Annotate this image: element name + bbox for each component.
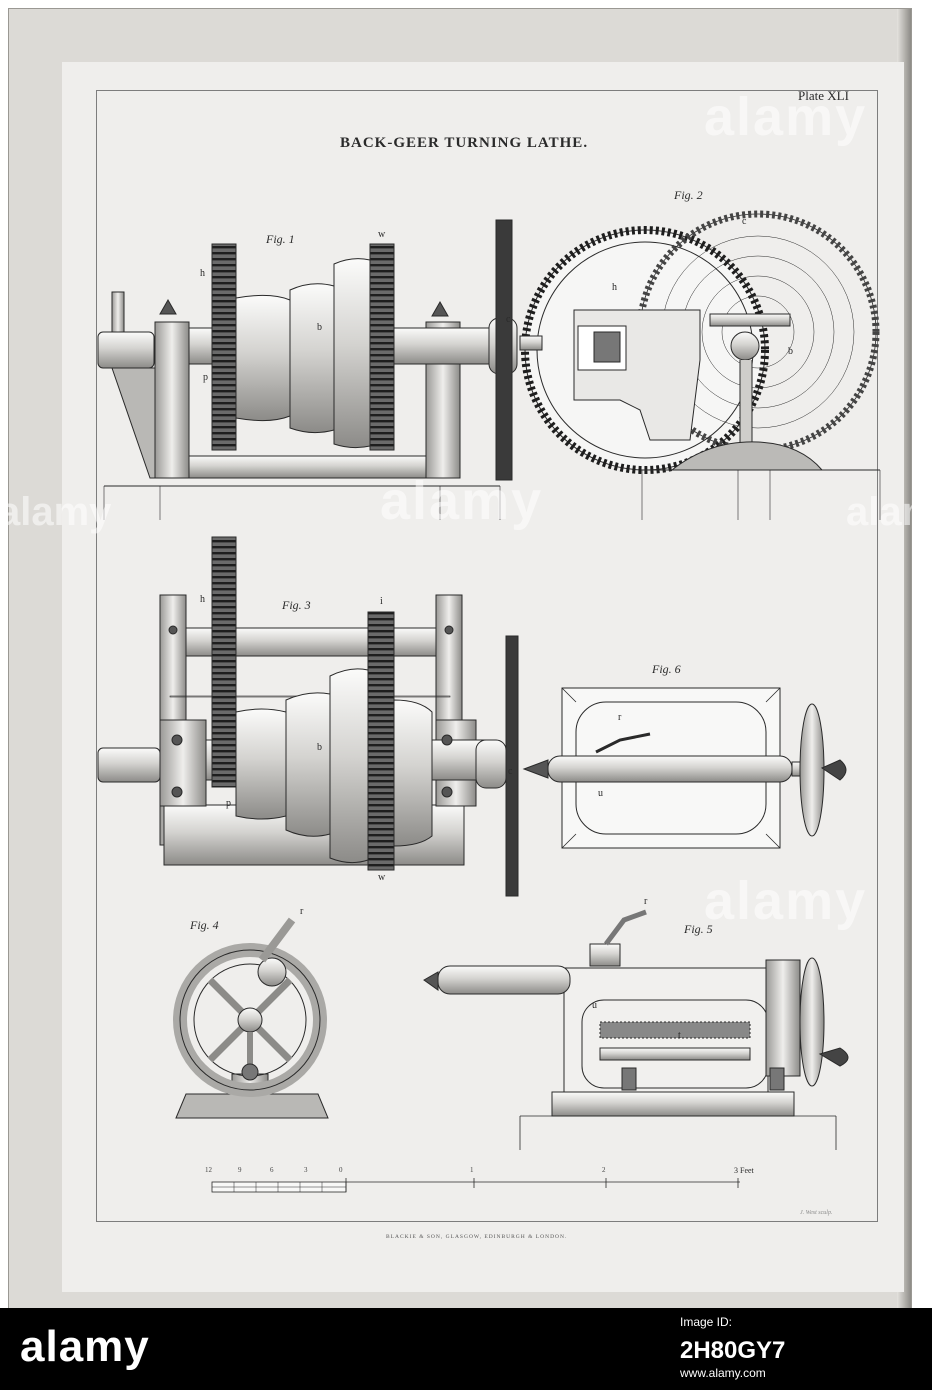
fig1-label-c: c: [506, 314, 511, 325]
alamy-logo: alamy: [20, 1322, 150, 1371]
fig6-caption: Fig. 6: [652, 662, 681, 676]
fig2-label-b: b: [788, 346, 793, 357]
fig6-label-u: u: [598, 788, 603, 799]
fig6-drawing: [522, 687, 847, 849]
fig1-label-w: w: [378, 229, 386, 240]
fig4-caption: Fig. 4: [190, 918, 219, 932]
engraver-credit: J. West sculp.: [800, 1210, 833, 1216]
watermark: alamy: [704, 871, 868, 931]
scale-tick: 3: [304, 1166, 308, 1174]
fig5-label-t: t: [678, 1030, 681, 1041]
fig2-label-c: c: [742, 216, 747, 227]
fig1-label-h: h: [200, 268, 205, 279]
fig1-caption: Fig. 1: [266, 232, 295, 246]
site-url: www.alamy.com: [680, 1366, 766, 1380]
fig4-drawing: [173, 917, 329, 1119]
fig1-drawing: [97, 219, 518, 520]
fig5-label-r: r: [644, 896, 648, 907]
watermark: alamy: [380, 471, 544, 531]
scale-tick: 12: [205, 1166, 212, 1174]
scale-tick: 1: [470, 1166, 474, 1174]
plate-title: BACK-GEER TURNING LATHE.: [340, 135, 589, 151]
publisher-imprint: BLACKIE & SON, GLASGOW, EDINBURGH & LOND…: [386, 1234, 568, 1240]
scale-tick: 6: [270, 1166, 274, 1174]
fig1-label-p: p: [203, 372, 208, 383]
image-id-label: Image ID:: [680, 1315, 733, 1329]
plate-number: Plate XLI: [798, 88, 849, 103]
fig1-label-b: b: [317, 322, 322, 333]
fig2-caption: Fig. 2: [674, 188, 703, 202]
fig3-label-i: i: [380, 596, 383, 607]
plate-border: [96, 90, 878, 1222]
fig6-label-r: r: [618, 712, 622, 723]
watermark: alamy: [0, 490, 112, 534]
fig5-drawing: [423, 909, 849, 1150]
fig3-label-w: w: [378, 872, 386, 883]
scale-tick: 2: [602, 1166, 606, 1174]
fig2-drawing: [519, 210, 881, 520]
fig2-label-h: h: [612, 282, 617, 293]
fig3-drawing: [97, 536, 519, 897]
fig3-caption: Fig. 3: [282, 598, 311, 612]
fig5-label-u: u: [592, 1000, 597, 1011]
scale-units: 3 Feet: [734, 1166, 754, 1175]
watermark: alamy: [704, 87, 868, 147]
image-id-value: 2H80GY7: [680, 1337, 786, 1364]
stock-footer: [0, 1308, 932, 1390]
watermark: alamy: [846, 490, 932, 534]
fig3-label-b: b: [317, 742, 322, 753]
fig5-caption: Fig. 5: [684, 922, 713, 936]
scale-tick: 0: [339, 1166, 343, 1174]
fig4-label-r: r: [300, 906, 304, 917]
scale-tick: 9: [238, 1166, 242, 1174]
fig3-label-h: h: [200, 594, 205, 605]
fig3-label-c: c: [508, 766, 513, 777]
fig3-label-p: p: [226, 798, 231, 809]
scale-bar: [211, 1178, 740, 1193]
